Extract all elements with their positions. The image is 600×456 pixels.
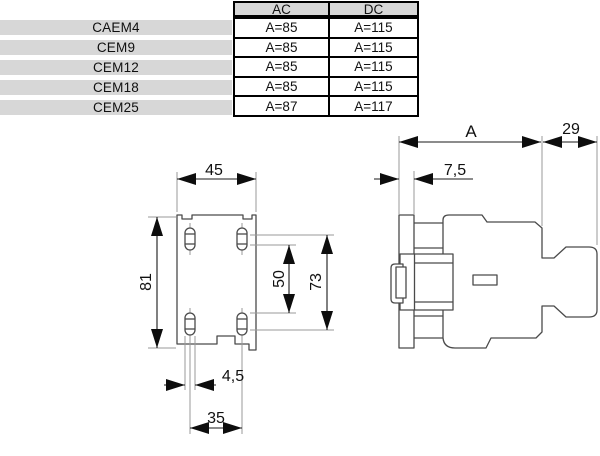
table-row-label: CEM12 xyxy=(0,60,232,75)
table-cell-ac: A=85 xyxy=(235,38,330,57)
mounting-plate-outline xyxy=(176,214,257,351)
table-cell-dc: A=115 xyxy=(354,20,393,36)
side-view: A 29 7,5 xyxy=(374,121,598,349)
table-cell-dc: A=115 xyxy=(354,79,393,95)
table-cell-dc: A=115 xyxy=(354,59,393,75)
dim-depth-label: A xyxy=(465,122,477,141)
dimension-slot-span-inner: 50 xyxy=(271,245,295,313)
table-row-label: CAEM4 xyxy=(0,20,232,35)
mounting-slot xyxy=(236,308,248,341)
dimension-right-extension: 29 xyxy=(543,121,597,148)
table-cell-dc: A=117 xyxy=(354,98,393,114)
dimension-slot-width: 4,5 xyxy=(164,368,244,391)
table-row: A=85 A=115 xyxy=(235,36,417,57)
extension-lines xyxy=(398,136,598,245)
extension-lines xyxy=(148,172,334,434)
dim-slot-pitch-label: 35 xyxy=(207,410,225,427)
front-clip-bracket xyxy=(390,263,407,304)
table-cell-ac: A=87 xyxy=(235,97,330,115)
dim-slot-width-label: 4,5 xyxy=(222,368,244,385)
table-row: A=85 A=115 xyxy=(235,56,417,76)
table-header-row: AC DC xyxy=(233,1,419,17)
table-row: A=85 A=115 xyxy=(235,75,417,96)
front-view: 45 81 50 73 xyxy=(138,162,334,434)
mounting-slot xyxy=(184,308,196,341)
dim-slot-span-outer-label: 73 xyxy=(308,273,325,291)
table-header-dc: DC xyxy=(363,1,384,17)
dimension-slot-pitch: 35 xyxy=(190,410,242,434)
dimension-height: 81 xyxy=(138,217,163,348)
dimension-table: A=85 A=115 A=85 A=115 A=85 A=115 A=85 A=… xyxy=(233,17,419,117)
contactor-body-outline xyxy=(442,214,598,349)
mounting-slot xyxy=(184,223,196,255)
dimension-plate-thickness: 7,5 xyxy=(374,162,473,185)
mounting-arms xyxy=(414,222,443,339)
dimension-depth: A xyxy=(399,122,541,148)
table-row-label: CEM9 xyxy=(0,40,232,55)
table-header-ac: AC xyxy=(235,2,330,17)
dimension-slot-span-outer: 73 xyxy=(308,235,333,330)
mounting-slot xyxy=(236,223,248,255)
table-row-label: CEM18 xyxy=(0,80,232,95)
table-cell-ac: A=85 xyxy=(235,19,330,37)
dimension-width: 45 xyxy=(177,162,256,185)
dim-height-label: 81 xyxy=(138,273,155,291)
table-cell-dc: A=115 xyxy=(354,39,393,55)
body-window xyxy=(472,274,498,286)
table-row: A=85 A=115 xyxy=(235,19,417,37)
table-row: A=87 A=117 xyxy=(235,95,417,115)
table-cell-ac: A=85 xyxy=(235,58,330,76)
dim-slot-span-inner-label: 50 xyxy=(271,270,288,288)
table-row-label: CEM25 xyxy=(0,100,232,115)
dim-width-label: 45 xyxy=(205,162,223,179)
dim-right-extension-label: 29 xyxy=(562,121,580,138)
table-cell-ac: A=85 xyxy=(235,77,330,96)
dim-plate-thickness-label: 7,5 xyxy=(444,162,466,179)
front-flange-block xyxy=(399,253,454,311)
